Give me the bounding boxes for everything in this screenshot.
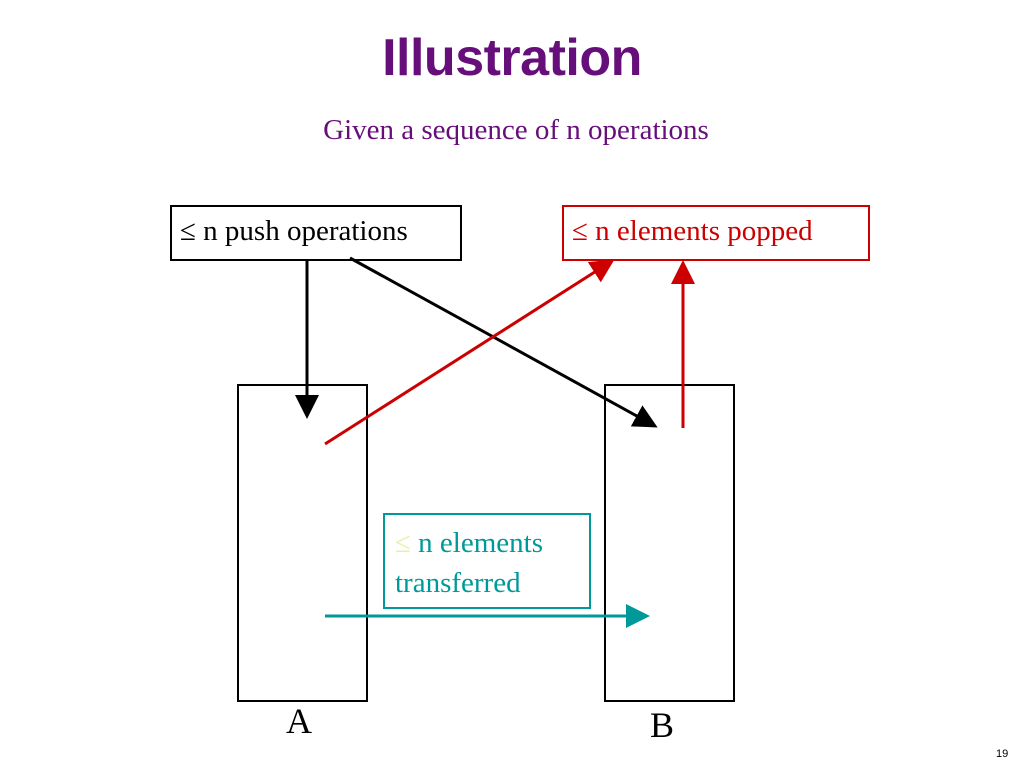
pop-arrow-from-a <box>324 259 615 446</box>
elements-transferred-box: ≤ n elements transferred <box>383 513 591 609</box>
page-number: 19 <box>996 748 1009 760</box>
push-operations-box: ≤ n push operations <box>170 205 462 261</box>
stack-a <box>237 384 368 702</box>
stack-a-label: A <box>286 701 312 741</box>
push-arrow-to-b <box>349 256 658 428</box>
transfer-line-2: transferred <box>395 567 521 599</box>
transfer-symbol: ≤ <box>395 527 411 559</box>
transfer-line-1: ≤ n elements <box>395 523 589 563</box>
transfer-text-1: n elements <box>410 527 543 559</box>
stack-b-label: B <box>650 705 675 745</box>
elements-popped-box: ≤ n elements popped <box>562 205 870 261</box>
slide-title: Illustration <box>382 29 642 87</box>
slide-subtitle: Given a sequence of n operations <box>323 114 709 146</box>
stack-b <box>604 384 735 702</box>
